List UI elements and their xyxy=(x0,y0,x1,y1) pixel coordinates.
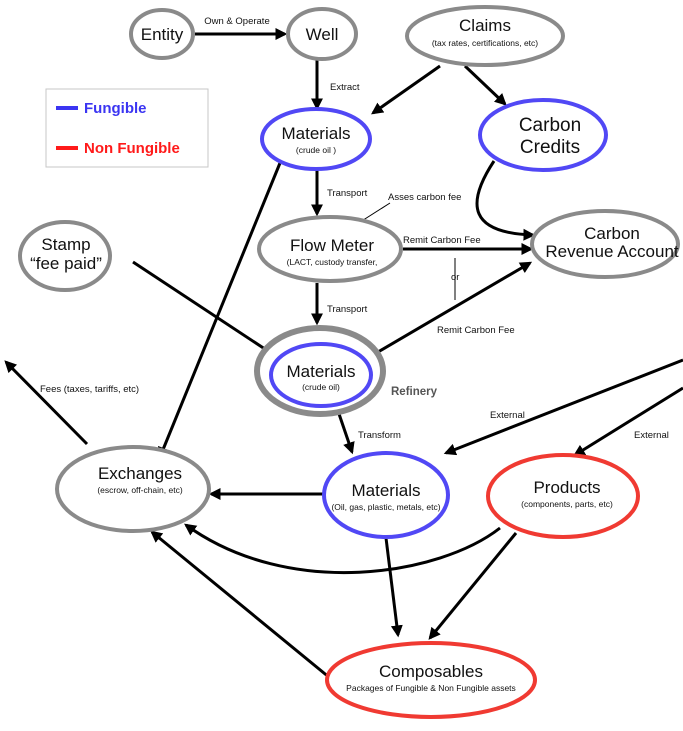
refinery-label: Refinery xyxy=(391,386,438,398)
node-stamp[interactable]: Stamp “fee paid” xyxy=(18,220,112,292)
edge-external-materials xyxy=(443,358,683,456)
label-external-1: External xyxy=(490,410,525,421)
node-entity[interactable]: Entity xyxy=(129,8,195,60)
label-external-2: External xyxy=(634,430,669,441)
label-or: or xyxy=(451,272,459,283)
node-carbon-revenue[interactable]: Carbon Revenue Account xyxy=(530,209,680,279)
node-composables-subtitle: Packages of Fungible & Non Fungible asse… xyxy=(346,683,516,693)
legend-non-fungible-label: Non Fungible xyxy=(84,140,180,157)
label-transport-2: Transport xyxy=(327,304,368,315)
edge-materials-composables xyxy=(384,537,403,638)
edge-products-composables xyxy=(428,532,518,640)
edge-claims-carbon-credits xyxy=(463,64,507,106)
node-carbon-revenue-line2: Revenue Account xyxy=(545,242,679,261)
node-claims-subtitle: (tax rates, certifications, etc) xyxy=(432,38,538,48)
edge-carbon-credits-revenue xyxy=(475,160,536,241)
node-products-title: Products xyxy=(533,478,600,497)
edge-exchanges-fees xyxy=(4,360,89,446)
node-exchanges[interactable]: Exchanges (escrow, off-chain, etc) xyxy=(55,445,211,533)
node-stamp-line2: “fee paid” xyxy=(30,254,102,273)
edge-external-products xyxy=(572,386,683,457)
node-flow-meter[interactable]: Flow Meter (LACT, custody transfer, xyxy=(257,215,403,283)
edge-refinery-materials xyxy=(335,407,355,455)
node-products[interactable]: Products (components, parts, etc) xyxy=(486,453,640,539)
node-claims-title: Claims xyxy=(459,16,511,35)
node-carbon-credits-line2: Credits xyxy=(520,137,580,158)
legend-fungible-label: Fungible xyxy=(84,100,147,117)
node-claims[interactable]: Claims (tax rates, certifications, etc) xyxy=(405,5,565,67)
label-transport-1: Transport xyxy=(327,188,368,199)
node-materials-products-subtitle: (Oil, gas, plastic, metals, etc) xyxy=(331,502,440,512)
node-well-title: Well xyxy=(306,25,339,44)
node-carbon-revenue-line1: Carbon xyxy=(584,224,640,243)
edge-claims-materials xyxy=(371,64,441,115)
node-well[interactable]: Well xyxy=(286,7,358,61)
node-flow-meter-subtitle: (LACT, custody transfer, xyxy=(287,257,378,267)
label-fees: Fees (taxes, tariffs, etc) xyxy=(40,384,139,395)
label-remit-carbon-fee-2: Remit Carbon Fee xyxy=(437,325,515,336)
node-exchanges-title: Exchanges xyxy=(98,464,182,483)
label-transform: Transform xyxy=(358,430,401,441)
node-composables[interactable]: Composables Packages of Fungible & Non F… xyxy=(325,641,537,719)
edge-composables-exchanges xyxy=(150,530,331,680)
node-exchanges-subtitle: (escrow, off-chain, etc) xyxy=(97,485,183,495)
label-remit-carbon-fee-1: Remit Carbon Fee xyxy=(403,235,481,246)
label-asses-carbon-fee: Asses carbon fee xyxy=(388,192,461,203)
node-flow-meter-title: Flow Meter xyxy=(290,236,374,255)
node-stamp-line1: Stamp xyxy=(41,235,90,254)
node-materials-products[interactable]: Materials (Oil, gas, plastic, metals, et… xyxy=(322,451,450,539)
node-products-subtitle: (components, parts, etc) xyxy=(521,499,613,509)
node-materials-crude[interactable]: Materials (crude oil ) xyxy=(260,107,372,171)
edge-materials-exchanges xyxy=(158,162,282,460)
node-carbon-credits[interactable]: Carbon Credits xyxy=(478,98,608,172)
node-materials-crude-subtitle: (crude oil ) xyxy=(296,145,336,155)
node-materials-products-title: Materials xyxy=(352,481,421,500)
edge-products-exchanges xyxy=(184,523,501,575)
label-extract: Extract xyxy=(330,82,360,93)
legend: Fungible Non Fungible xyxy=(45,88,209,168)
node-materials-crude-title: Materials xyxy=(282,124,351,143)
edge-refinery-revenue xyxy=(377,261,533,354)
edge-labels: Own & Operate Extract Transport Asses ca… xyxy=(40,16,669,441)
node-carbon-credits-line1: Carbon xyxy=(519,115,581,136)
label-own-operate: Own & Operate xyxy=(204,16,269,27)
node-materials-refinery-title: Materials xyxy=(287,362,356,381)
node-entity-title: Entity xyxy=(141,25,184,44)
edge-stamp-refinery xyxy=(132,260,280,359)
node-composables-title: Composables xyxy=(379,662,483,681)
node-materials-refinery[interactable]: Materials (crude oil) Refinery xyxy=(254,325,438,417)
node-materials-refinery-subtitle: (crude oil) xyxy=(302,382,340,392)
